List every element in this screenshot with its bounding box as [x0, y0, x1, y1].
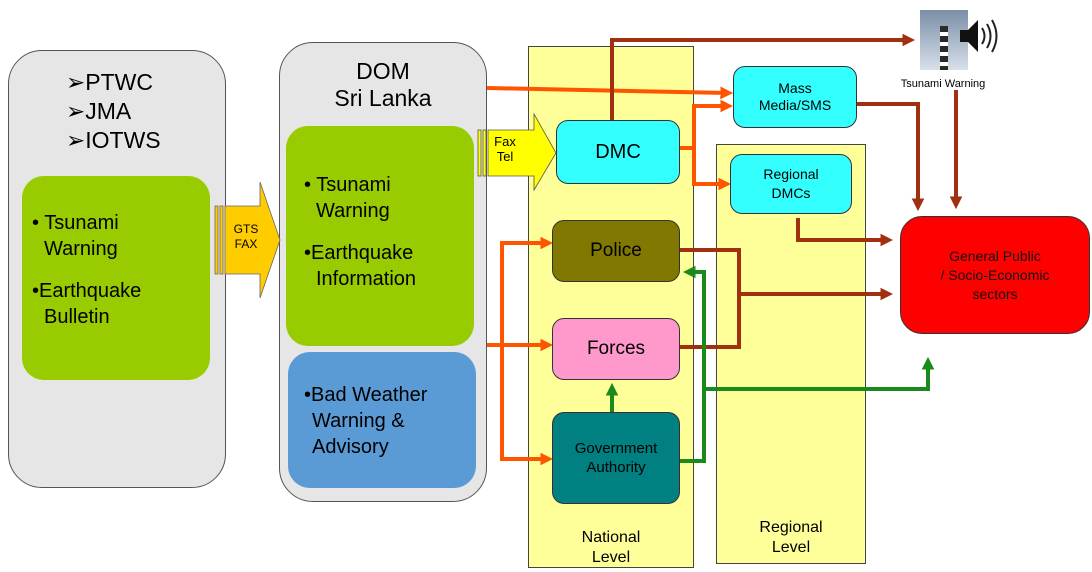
dom-weather-box [288, 352, 476, 488]
forces-node: Forces [552, 318, 680, 380]
fax-tel-arrow [477, 112, 557, 192]
national-level-label: National Level [528, 528, 694, 568]
mass-label-line1: Mass [778, 80, 812, 96]
source-warning-label: Warning [44, 238, 118, 260]
mass-label-line2: Media/SMS [758, 97, 832, 113]
dom-warning-label: Warning [316, 200, 390, 222]
dom-information-label: Information [316, 268, 417, 290]
regional-level-label: Regional Level [716, 518, 866, 558]
dmc-label: DMC [595, 140, 641, 163]
national-label-line2: Level [591, 549, 631, 566]
weather-line1: •Bad Weather [304, 384, 428, 406]
source-iotws: ➢IOTWS [66, 127, 161, 153]
police-label: Police [590, 240, 642, 261]
source-bulletins-text: • Tsunami Warning •Earthquake Bulletin [32, 210, 207, 330]
public-label-line3: sectors [972, 285, 1018, 302]
source-bulletin-label: Bulletin [44, 306, 110, 328]
dom-title-line1: DOM [356, 58, 410, 84]
regional-label-line2: DMCs [771, 185, 811, 201]
government-authority-node: Government Authority [552, 412, 680, 504]
national-label-line1: National [581, 529, 641, 546]
dmc-node: DMC [556, 120, 680, 184]
gts-fax-label: GTS FAX [228, 222, 264, 252]
fax-tel-label: Fax Tel [486, 134, 524, 164]
dom-warning-box [286, 126, 474, 346]
dom-title: DOM Sri Lanka [279, 58, 487, 112]
source-earthquake-label: •Earthquake [32, 280, 142, 302]
gts-fax-arrow [214, 181, 281, 299]
fax-text: Fax [494, 134, 516, 149]
public-label-line1: General Public [949, 247, 1041, 264]
regional-level-column [716, 144, 866, 564]
gts-label: GTS [233, 222, 259, 236]
police-node: Police [552, 220, 680, 282]
general-public-node: General Public / Socio-Economic sectors [900, 216, 1090, 334]
dom-warning-text: • Tsunami Warning •Earthquake Informatio… [304, 172, 474, 292]
siren-tower-icon [916, 6, 1012, 78]
dom-earthquake-label: •Earthquake [304, 242, 414, 264]
source-bulletins-box [22, 176, 210, 380]
regional-dmcs-node: Regional DMCs [730, 154, 852, 214]
mass-media-node: Mass Media/SMS [733, 66, 857, 128]
regional-label-line1: Regional [763, 166, 819, 182]
dom-title-line2: Sri Lanka [334, 85, 432, 111]
source-tsunami-label: • Tsunami [32, 212, 119, 234]
source-agencies-list: ➢PTWC ➢JMA ➢IOTWS [66, 68, 216, 155]
gov-label-line1: Government [574, 440, 658, 457]
public-label-line2: / Socio-Economic [940, 266, 1050, 283]
weather-line3: Advisory [312, 436, 389, 458]
tsunami-warning-caption: Tsunami Warning [900, 78, 986, 90]
arrow-mass-media-to-public [857, 102, 925, 212]
gov-label-line2: Authority [586, 459, 646, 476]
forces-label: Forces [586, 338, 646, 359]
source-jma: ➢JMA [66, 98, 132, 124]
weather-line2: Warning & [312, 410, 405, 432]
regional-label-line2: Level [771, 539, 811, 556]
source-ptwc: ➢PTWC [66, 69, 153, 95]
fax-label: FAX [234, 237, 258, 251]
dom-tsunami-label: • Tsunami [304, 174, 391, 196]
dom-weather-text: •Bad Weather Warning & Advisory [304, 382, 474, 460]
tel-text: Tel [496, 149, 514, 164]
regional-label-line1: Regional [759, 519, 823, 536]
